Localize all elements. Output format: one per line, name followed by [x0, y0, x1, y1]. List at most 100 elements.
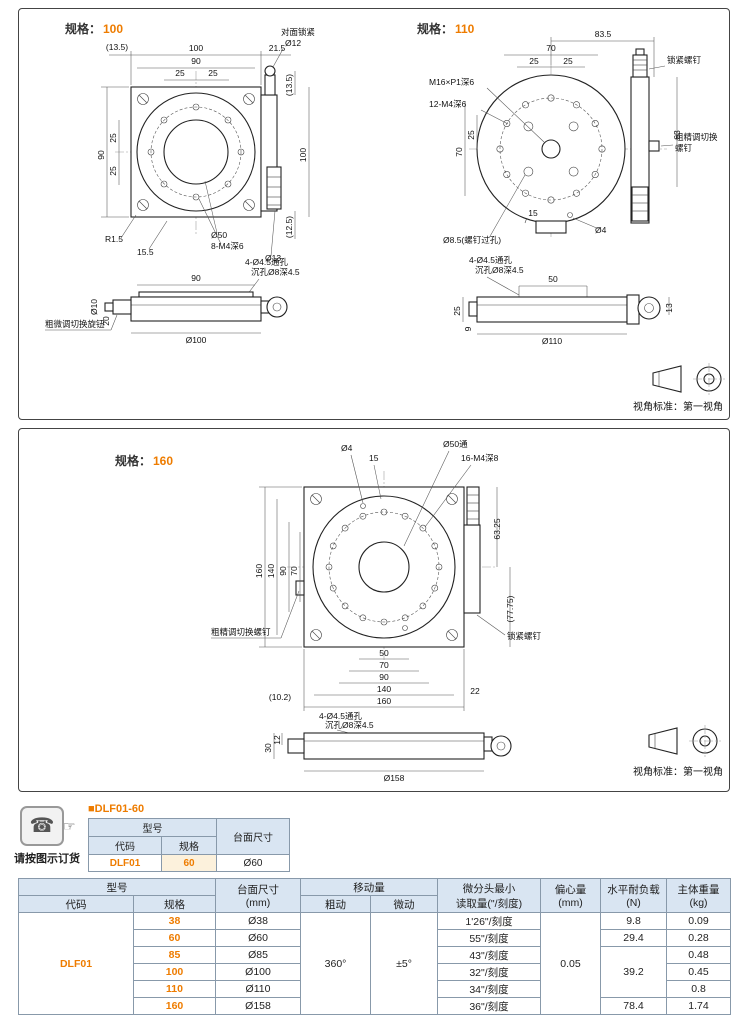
hand-pointer-icon: ☞: [63, 818, 76, 834]
spec-value: 110: [133, 980, 216, 998]
micro-value: 36"/刻度: [437, 997, 541, 1015]
size-value: Ø158: [215, 997, 301, 1015]
dim-label: 25: [466, 130, 476, 140]
note-label: Ø4: [595, 225, 607, 235]
header-load: 水平耐负载(N): [600, 878, 667, 913]
first-angle-symbol: [652, 363, 725, 395]
view-standard-label: 视角标准：第一视角: [633, 765, 723, 778]
dim-label: 63.25: [492, 518, 502, 540]
dim-label: 63: [672, 130, 682, 140]
dim-label: 20: [101, 316, 111, 326]
dim-label: 25: [175, 68, 185, 78]
dim-label: 25: [208, 68, 218, 78]
dim-label: 21.5: [269, 43, 286, 53]
note-label: 沉孔Ø8深4.5: [325, 720, 374, 730]
note-label: 粗微调切换旋钮: [45, 319, 105, 329]
note-label: 4-Ø4.5通孔: [319, 711, 362, 721]
dim-label: 90: [278, 566, 288, 576]
load-value: 29.4: [600, 929, 667, 947]
table-row: DLF01 38 Ø38 360° ±5° 1'26"/刻度 0.05 9.8 …: [18, 912, 731, 1015]
drawing-110-side: 4-Ø4.5通孔 沉孔Ø8深4.5 50 25 9 Ø110 13: [452, 255, 674, 346]
drawing-title: 规格：: [417, 21, 453, 36]
example-model-title: ■DLF01-60: [88, 803, 145, 815]
size-value: Ø85: [215, 946, 301, 964]
note-label: M16×P1深6: [429, 77, 474, 87]
spec-value: 38: [133, 912, 216, 930]
dim-label: Ø100: [186, 335, 207, 345]
drawing-title: 规格：: [65, 21, 101, 36]
coarse-value: 360°: [300, 912, 371, 1015]
eccentricity-value: 0.05: [540, 912, 601, 1015]
weight-value: 0.28: [666, 929, 731, 947]
spec-table: 型号 台面尺寸(mm) 移动量 微分头最小读取量("/刻度) 偏心量(mm) 水…: [18, 878, 731, 1015]
note-label: 8-M4深6: [211, 241, 244, 251]
dim-label: 9: [463, 326, 473, 331]
dim-label: 140: [266, 564, 276, 578]
dim-label: 15.5: [137, 247, 154, 257]
note-label: 粗精调切换: [675, 132, 718, 142]
header-fine: 微动: [370, 895, 438, 913]
drawing-100: 规格： 100 (13.5) 100 21.5 90 25 25: [65, 21, 315, 263]
spec-value: 160: [133, 997, 216, 1015]
note-label: 锁紧螺钉: [507, 631, 542, 641]
dim-label: 140: [377, 684, 391, 694]
dim-label: 25: [452, 306, 462, 316]
dim-label: 90: [96, 150, 106, 160]
dim-label: Ø10: [89, 299, 99, 315]
mini-size-value: Ø60: [216, 854, 290, 872]
size-value: Ø110: [215, 980, 301, 998]
dim-label: 160: [377, 696, 391, 706]
note-label: Ø50: [211, 230, 227, 240]
table-row: 160 Ø158 36"/刻度 78.4 1.74: [19, 997, 731, 1015]
note-label: Ø8.5(螺钉过孔): [443, 235, 501, 245]
dim-label: 12: [272, 735, 282, 745]
dim-label: 100: [189, 43, 203, 53]
header-code: 代码: [18, 895, 134, 913]
drawing-svg-160: 规格： 160 Ø4 15 Ø50通 16-M4: [115, 439, 723, 783]
dim-label: 25: [529, 56, 539, 66]
dim-label: 30: [263, 743, 273, 753]
dim-label: 15: [369, 453, 379, 463]
drawing-title-value: 110: [455, 22, 475, 36]
weight-value: 0.8: [666, 980, 731, 998]
dim-label: 25: [108, 133, 118, 143]
drawing-160-side: 4-Ø4.5通孔 沉孔Ø8深4.5 30 12 Ø158: [263, 711, 512, 783]
dim-label: 83.5: [595, 29, 612, 39]
header-eccentricity: 偏心量(mm): [540, 878, 601, 913]
drawing-panel-100-110: 规格： 100 (13.5) 100 21.5 90 25 25: [18, 8, 730, 420]
micro-value: 1'26"/刻度: [437, 912, 541, 930]
phone-icon: ☎: [20, 806, 64, 846]
spec-value: 100: [133, 963, 216, 981]
note-label: Ø13: [265, 253, 281, 263]
micro-value: 32"/刻度: [437, 963, 541, 981]
note-label: 沉孔Ø8深4.5: [475, 265, 524, 275]
header-weight: 主体重量(kg): [666, 878, 731, 913]
dim-label: 70: [379, 660, 389, 670]
micro-value: 55"/刻度: [437, 929, 541, 947]
weight-value: 0.45: [666, 963, 731, 981]
micro-value: 43"/刻度: [437, 946, 541, 964]
mini-header-code: 代码: [88, 836, 162, 855]
first-angle-symbol: [648, 725, 721, 757]
dim-label: 25: [108, 166, 118, 176]
dim-label: 100: [298, 148, 308, 162]
code-value: DLF01: [18, 912, 134, 1015]
dim-label: 70: [289, 566, 299, 576]
note-label: 12-M4深6: [429, 99, 467, 109]
dim-label: 15: [528, 208, 538, 218]
fine-value: ±5°: [370, 912, 438, 1015]
load-value: 39.2: [600, 946, 667, 998]
header-spec: 规格: [133, 895, 216, 913]
mini-header-size: 台面尺寸: [216, 818, 290, 855]
dim-label: 90: [379, 672, 389, 682]
note-label: 4-Ø4.5通孔: [469, 255, 512, 265]
dim-label: 70: [546, 43, 556, 53]
dim-label: (77.75): [505, 595, 515, 622]
dim-label: (13.5): [284, 74, 294, 96]
dim-label: 50: [548, 274, 558, 284]
weight-value: 0.48: [666, 946, 731, 964]
note-label: Ø4: [341, 443, 353, 453]
dim-label: (13.5): [106, 42, 128, 52]
table-row: 110 Ø110 34"/刻度 0.8: [19, 980, 731, 998]
table-row: 60 Ø60 55"/刻度 29.4 0.28: [19, 929, 731, 947]
